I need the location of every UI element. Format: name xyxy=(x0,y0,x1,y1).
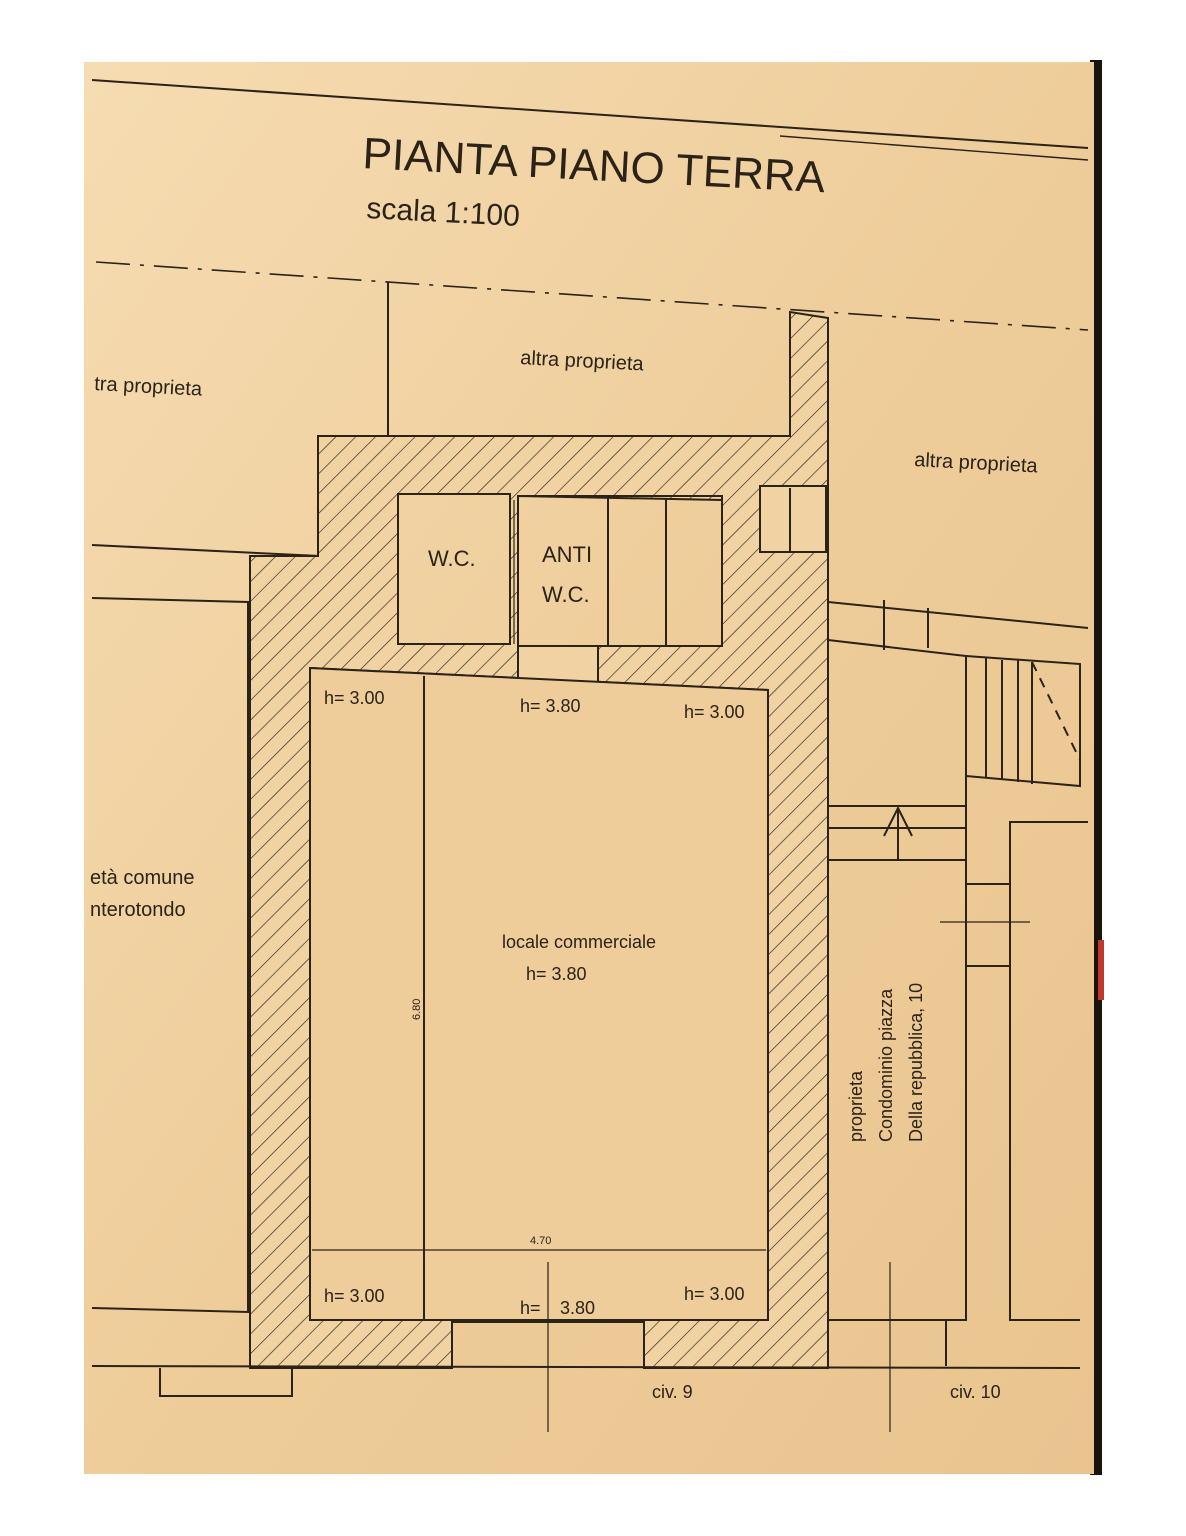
plan-subtitle: scala 1:100 xyxy=(366,192,521,233)
label-anti-1: ANTI xyxy=(542,542,592,567)
right-inner-wall xyxy=(1009,821,1088,1321)
h-bot-mid-a: h= xyxy=(520,1298,541,1318)
anti-wc-room xyxy=(517,495,723,647)
label-civ9: civ. 9 xyxy=(652,1382,693,1402)
step-bottom-left xyxy=(159,1368,293,1397)
label-condo-2: Condominio piazza xyxy=(876,988,896,1142)
h-top-mid: h= 3.80 xyxy=(520,696,581,716)
header-line-top xyxy=(91,79,1089,149)
label-civ10: civ. 10 xyxy=(950,1382,1001,1402)
left-property-line-2 xyxy=(91,597,249,1314)
h-bot-left: h= 3.00 xyxy=(324,1286,385,1306)
wc-room xyxy=(397,493,511,645)
dim-vertical: 6.80 xyxy=(411,999,423,1020)
h-top-left: h= 3.00 xyxy=(324,688,385,708)
commercial-room xyxy=(309,666,769,1321)
h-bot-right: h= 3.00 xyxy=(684,1284,745,1304)
corridor-opening xyxy=(517,645,599,683)
condo-corridor xyxy=(827,639,967,1321)
h-locale: h= 3.80 xyxy=(526,964,587,984)
label-condo-3: Della repubblica, 10 xyxy=(906,983,926,1142)
stair-diagonal xyxy=(1031,661,1081,761)
dim-horizontal: 4.70 xyxy=(530,1235,551,1247)
label-comune-2: nterotondo xyxy=(90,899,186,921)
street-line xyxy=(91,1365,1081,1369)
label-condo-1: proprieta xyxy=(846,1070,866,1142)
label-anti-2: W.C. xyxy=(542,582,590,607)
label-wc: W.C. xyxy=(428,546,476,571)
boundary-dash-dot-line xyxy=(95,261,1089,331)
label-locale: locale commerciale xyxy=(502,932,656,952)
h-top-right: h= 3.00 xyxy=(684,702,745,722)
label-comune-1: età comune xyxy=(90,867,195,889)
h-bot-mid-b: 3.80 xyxy=(560,1298,595,1318)
staircase-outline xyxy=(965,655,1081,788)
header-line-top-2 xyxy=(779,135,1089,161)
left-property-line-1 xyxy=(91,544,321,557)
stair-box xyxy=(759,485,827,553)
red-edge-mark xyxy=(1098,940,1104,1000)
